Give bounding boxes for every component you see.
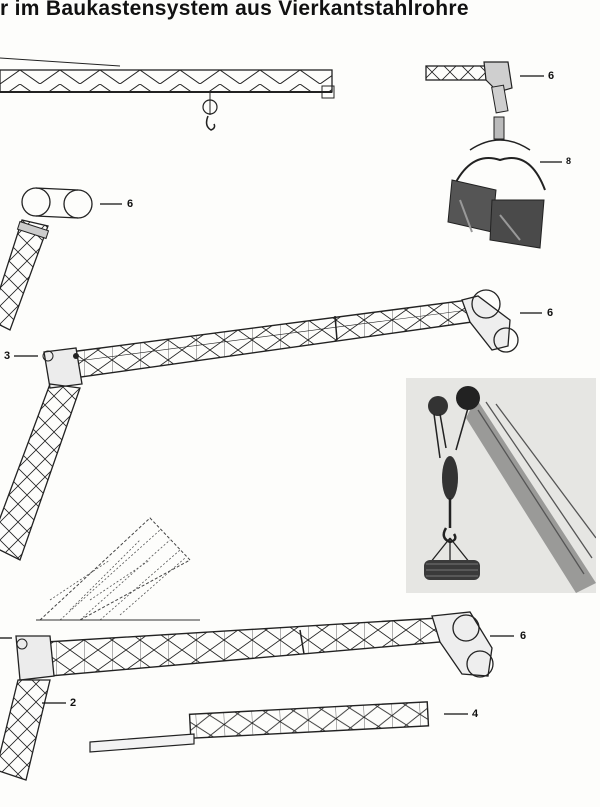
callout-6-grab-boom: 6 [548,70,555,82]
callout-6-upper-left-boom: 6 [127,198,134,210]
magnet-crane-photo [406,378,596,593]
middle-diagonal-boom [0,289,519,561]
dashed-ghost-boom [36,517,200,621]
top-horizontal-boom [0,57,335,131]
callout-6-middle-boom: 6 [547,307,554,319]
callout-8-grab: 8 [566,156,572,166]
callout-3-joint: 3 [4,350,11,362]
callout-4-section: 4 [472,708,479,720]
grab-boom-detail [425,61,546,249]
callout-6-lower-boom: 6 [520,630,527,642]
left-partial-boom-upper [0,187,93,331]
callout-leader-lines [0,75,562,715]
callout-2-base-joint: 2 [70,697,77,709]
lower-diagonal-boom [0,611,494,781]
page-heading: r im Baukastensystem aus Vierkantstahlro… [0,0,469,20]
bottom-boom-section [89,701,430,753]
